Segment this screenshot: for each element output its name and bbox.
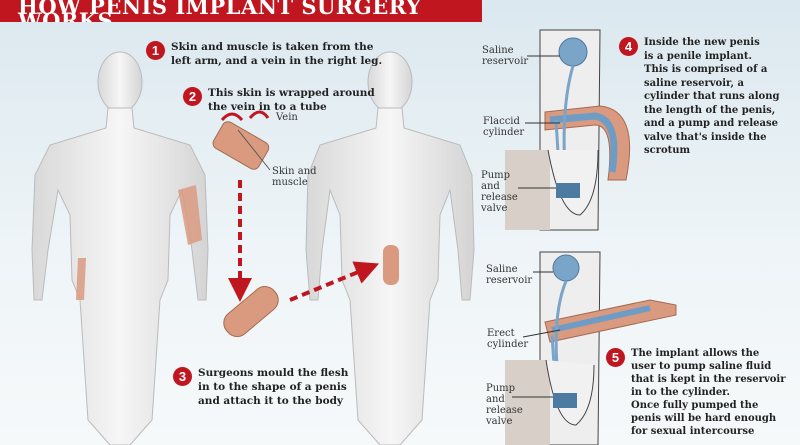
implant-flaccid-diagram xyxy=(505,29,631,231)
implant-erect-diagram xyxy=(505,251,677,445)
arrow-right xyxy=(289,261,380,302)
step-number-badge: 5 xyxy=(606,348,625,367)
vein-curl-arrows xyxy=(220,110,270,122)
page-title: HOW PENIS IMPLANT SURGERY WORKS xyxy=(0,0,482,22)
step-number-badge: 4 xyxy=(619,37,638,56)
human-figure-left xyxy=(31,51,209,445)
vein-site-leg xyxy=(76,258,86,300)
graft-site-arm xyxy=(178,185,202,245)
new-penis-attached xyxy=(383,245,399,285)
step-number-badge: 2 xyxy=(183,87,202,106)
tube-graft xyxy=(212,121,270,170)
label-vein: Vein xyxy=(276,112,298,123)
moulded-penis xyxy=(223,286,279,338)
step-number-badge: 3 xyxy=(173,367,192,386)
step-number-badge: 1 xyxy=(146,41,165,60)
